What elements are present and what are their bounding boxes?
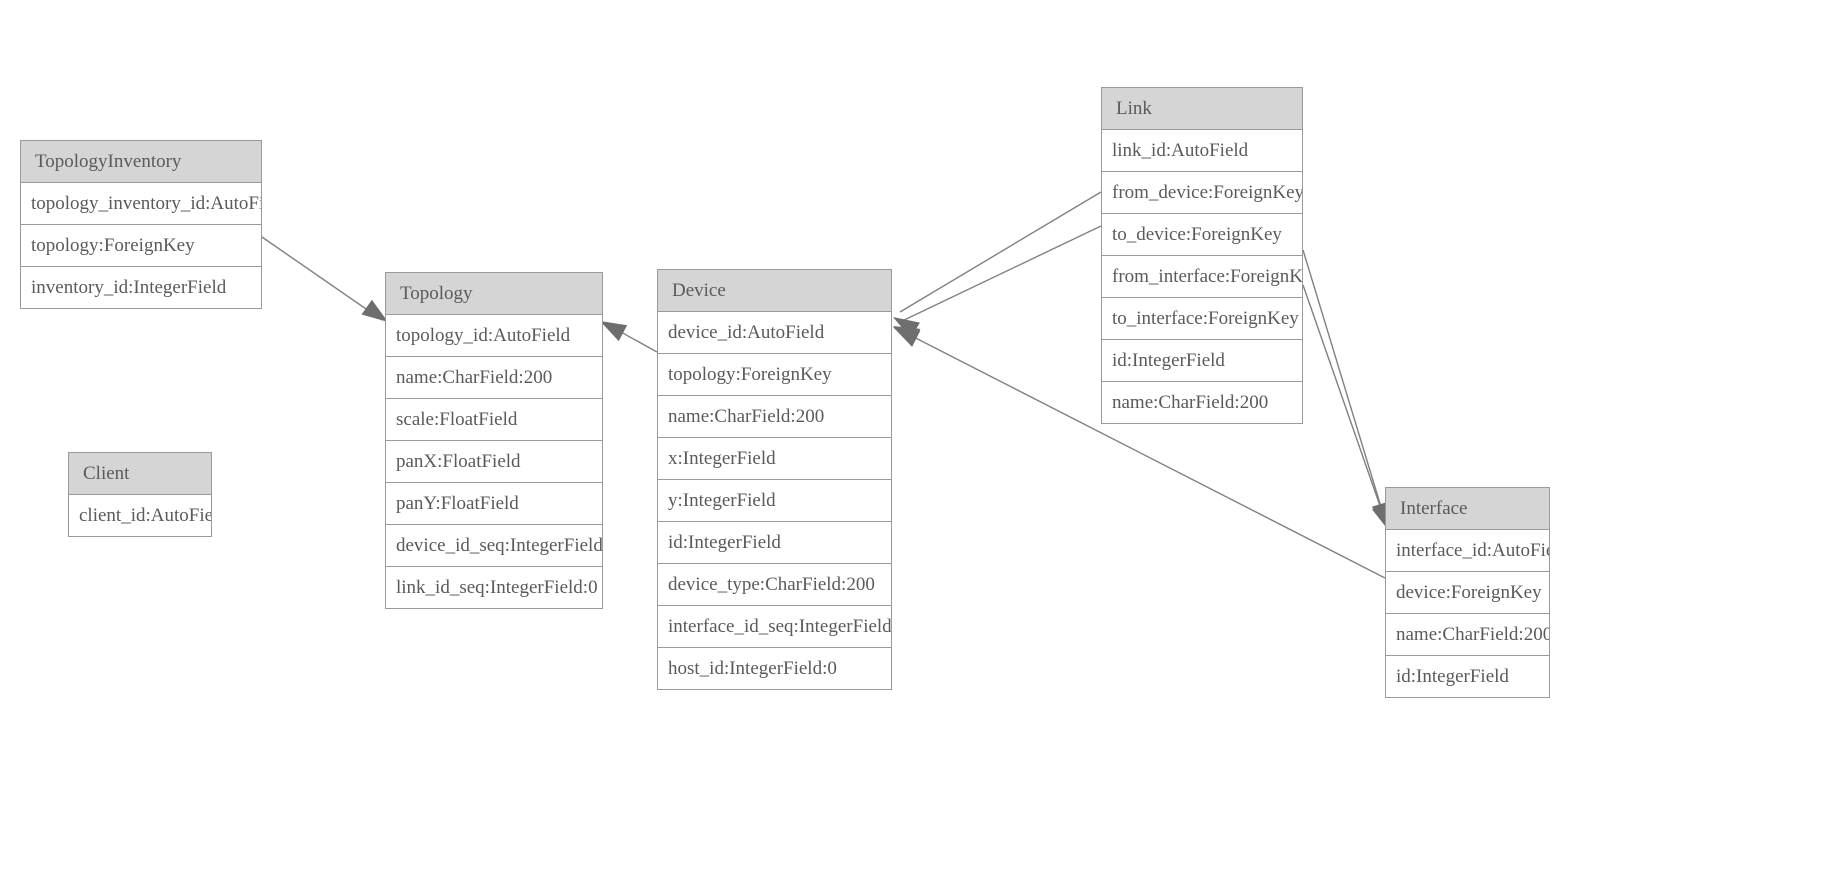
entity-field: client_id:AutoField (79, 505, 211, 526)
relationship-arrowhead-link-to-device-to-device (893, 326, 921, 346)
entity-client[interactable]: Client client_id:AutoField (68, 452, 212, 537)
entity-field: topology_inventory_id:AutoField (21, 183, 261, 225)
entity-field: name:CharField:200 (658, 396, 891, 438)
relationship-line-device-to-topology (609, 325, 658, 353)
entity-field: id:IntegerField (1102, 340, 1302, 382)
entity-field: from_interface:ForeignKey (1102, 256, 1302, 298)
entity-field: id:IntegerField (658, 522, 891, 564)
entity-field: to_device:ForeignKey (1102, 214, 1302, 256)
relationship-line-link-to-device-to-device (899, 225, 1102, 323)
entity-field: interface_id:AutoField (1386, 530, 1549, 572)
entity-field: interface_id_seq:IntegerField:0 (658, 606, 891, 648)
relationship-line-link-from-interface-to-interface (1302, 249, 1386, 521)
entity-field: host_id:IntegerField:0 (668, 658, 837, 679)
entity-field: name:CharField:200 (386, 357, 602, 399)
entity-field: scale:FloatField (386, 399, 602, 441)
entity-field: name:CharField:200 (1386, 614, 1549, 656)
entity-field: topology:ForeignKey (658, 354, 891, 396)
entity-field: device_type:CharField:200 (658, 564, 891, 606)
entity-field: device:ForeignKey (1386, 572, 1549, 614)
relationship-arrowhead-interface-device-to-device (893, 327, 921, 347)
entity-title-topology_inventory: TopologyInventory (21, 141, 261, 183)
entity-title-device: Device (658, 270, 891, 312)
entity-interface[interactable]: Interfaceinterface_id:AutoFielddevice:Fo… (1385, 487, 1550, 698)
entity-field: device_id_seq:IntegerField:0 (386, 525, 602, 567)
entity-field: panX:FloatField (386, 441, 602, 483)
entity-field: link_id_seq:IntegerField:0 (396, 577, 598, 598)
entity-field: topology_id:AutoField (386, 315, 602, 357)
entity-field: to_interface:ForeignKey (1102, 298, 1302, 340)
relationship-line-topologyinventory-to-topology (261, 236, 383, 321)
entity-field: link_id:AutoField (1102, 130, 1302, 172)
entity-title-topology: Topology (386, 273, 602, 315)
entity-field: id:IntegerField (1396, 666, 1509, 687)
entity-field: panY:FloatField (386, 483, 602, 525)
entity-title-link: Link (1102, 88, 1302, 130)
entity-field: inventory_id:IntegerField (31, 277, 227, 298)
entity-field: from_device:ForeignKey (1102, 172, 1302, 214)
entity-field: x:IntegerField (658, 438, 891, 480)
relationship-arrowhead-link-from-device-to-device (893, 317, 920, 339)
relationship-line-link-to-interface-to-interface (1302, 284, 1387, 524)
entity-field: name:CharField:200 (1112, 392, 1269, 413)
entity-title-client: Client (69, 453, 211, 495)
entity-field: device_id:AutoField (658, 312, 891, 354)
relationship-line-link-from-device-to-device (899, 191, 1102, 313)
entity-title-interface: Interface (1386, 488, 1549, 530)
entity-field: y:IntegerField (658, 480, 891, 522)
entity-field: topology:ForeignKey (21, 225, 261, 267)
